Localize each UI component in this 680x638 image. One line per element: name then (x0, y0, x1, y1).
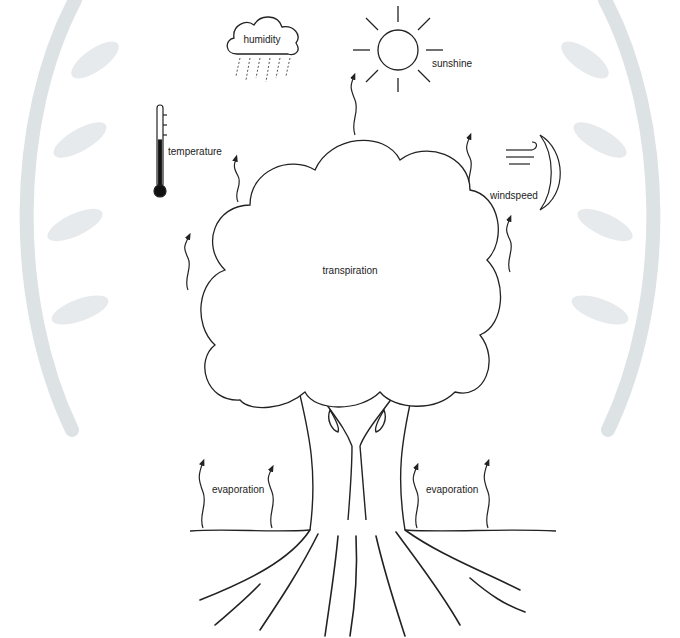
tree-trunk (300, 395, 412, 530)
factor-label: temperature (168, 146, 222, 157)
ground-line (190, 530, 556, 531)
outline-path (201, 140, 501, 407)
watermark-laurel (27, 0, 654, 430)
cloud-shape: humidity (222, 12, 302, 58)
tree-roots (200, 530, 525, 636)
sun-symbol (353, 6, 443, 92)
factor-label: sunshine (432, 58, 472, 69)
thermometer-symbol (154, 105, 167, 197)
evaporation-arrow (199, 462, 489, 528)
process-label: evaporation (426, 484, 478, 495)
process-label: evaporation (212, 484, 264, 495)
tree-crown: transpiration (195, 130, 505, 410)
factor-label: windspeed (490, 190, 538, 201)
node-text: transpiration (322, 265, 377, 276)
rain (236, 58, 290, 82)
node-text: humidity (243, 34, 280, 45)
outline-path (227, 17, 298, 55)
